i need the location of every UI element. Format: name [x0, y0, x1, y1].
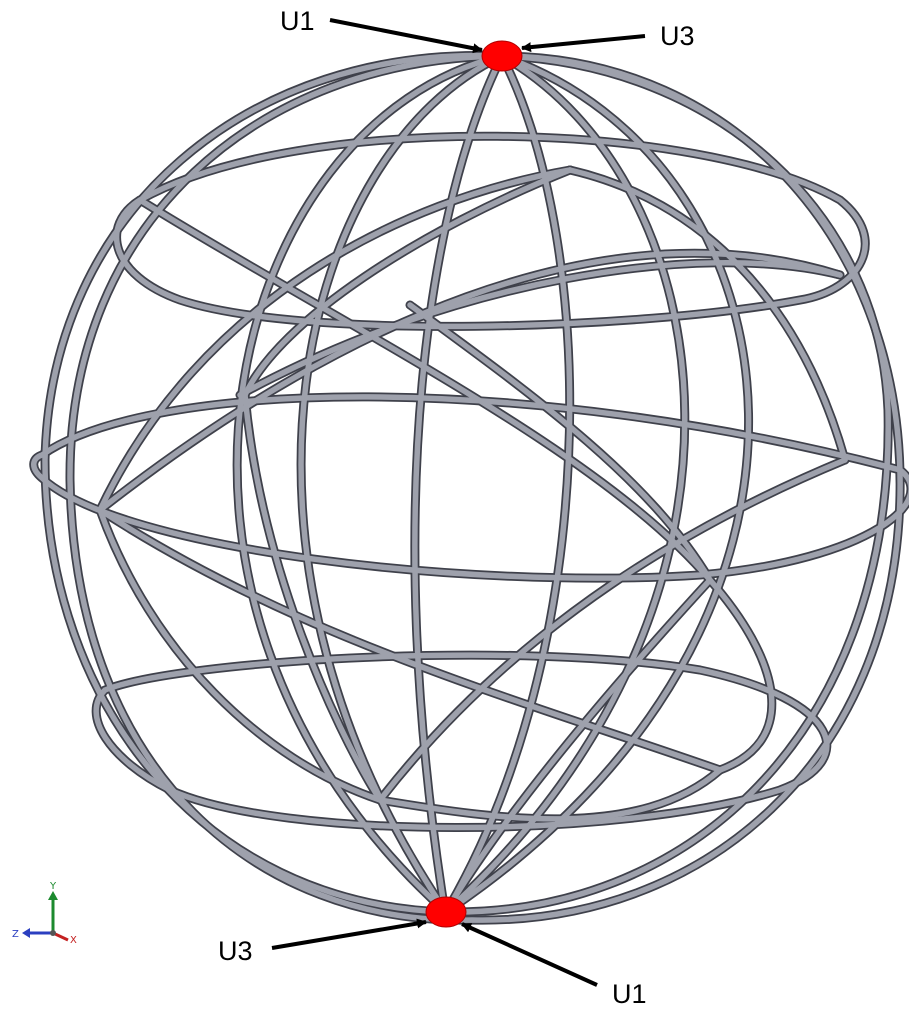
bottom-pole-point — [425, 896, 467, 928]
triad-origin — [50, 930, 56, 936]
label-u3-top: U3 — [660, 21, 695, 51]
diagonal-10-tube — [242, 167, 573, 398]
meridian-3-tube — [298, 53, 505, 915]
diagonal-2-tube-edge — [95, 505, 725, 775]
equator-ring-tube — [31, 394, 909, 581]
diagonal-12-tube — [97, 507, 383, 803]
diagonal-7-tube — [443, 577, 713, 915]
label-u1-bottom: U1 — [612, 979, 647, 1009]
arrow-bottom-right — [461, 922, 598, 987]
upper-ring-tube — [113, 133, 868, 330]
diagonal-4-tube — [237, 260, 843, 398]
diagonal-11-tube — [407, 302, 713, 583]
z-axis-head — [22, 928, 30, 938]
meridian-6-tube — [443, 53, 752, 915]
diagonal-1-tube — [137, 197, 775, 773]
diagonal-3-tube — [97, 250, 843, 513]
arrow-top-left — [329, 18, 483, 54]
diagonal-6-tube-edge — [375, 455, 850, 805]
arrow-top-right — [521, 34, 646, 53]
wireframe-tubes — [29, 50, 909, 925]
y-axis-head — [48, 891, 58, 900]
diagonal-7-tube-edge — [441, 575, 715, 917]
meridian-4-tube — [443, 53, 688, 915]
top-pole-point — [481, 40, 523, 72]
diagonal-5-tube — [97, 167, 573, 513]
label-u3-bottom: U3 — [218, 936, 253, 966]
diagonal-9-tube — [567, 167, 848, 463]
triad-label-z: Z — [12, 929, 19, 940]
axis-triad: Y Z X — [12, 881, 77, 946]
diagonal-13-tube — [377, 767, 723, 822]
triad-label-y: Y — [49, 881, 57, 892]
lower-ring-tube — [93, 652, 830, 831]
meridian-1-tube — [412, 53, 505, 915]
diagonal-6-tube — [377, 457, 848, 803]
diagonal-2-tube — [97, 507, 723, 773]
arrow-bottom-left — [271, 918, 427, 950]
annotation-arrows — [271, 18, 646, 987]
label-u1-top: U1 — [280, 6, 315, 36]
triad-label-x: X — [70, 935, 77, 946]
diagonal-8-tube — [242, 392, 383, 803]
